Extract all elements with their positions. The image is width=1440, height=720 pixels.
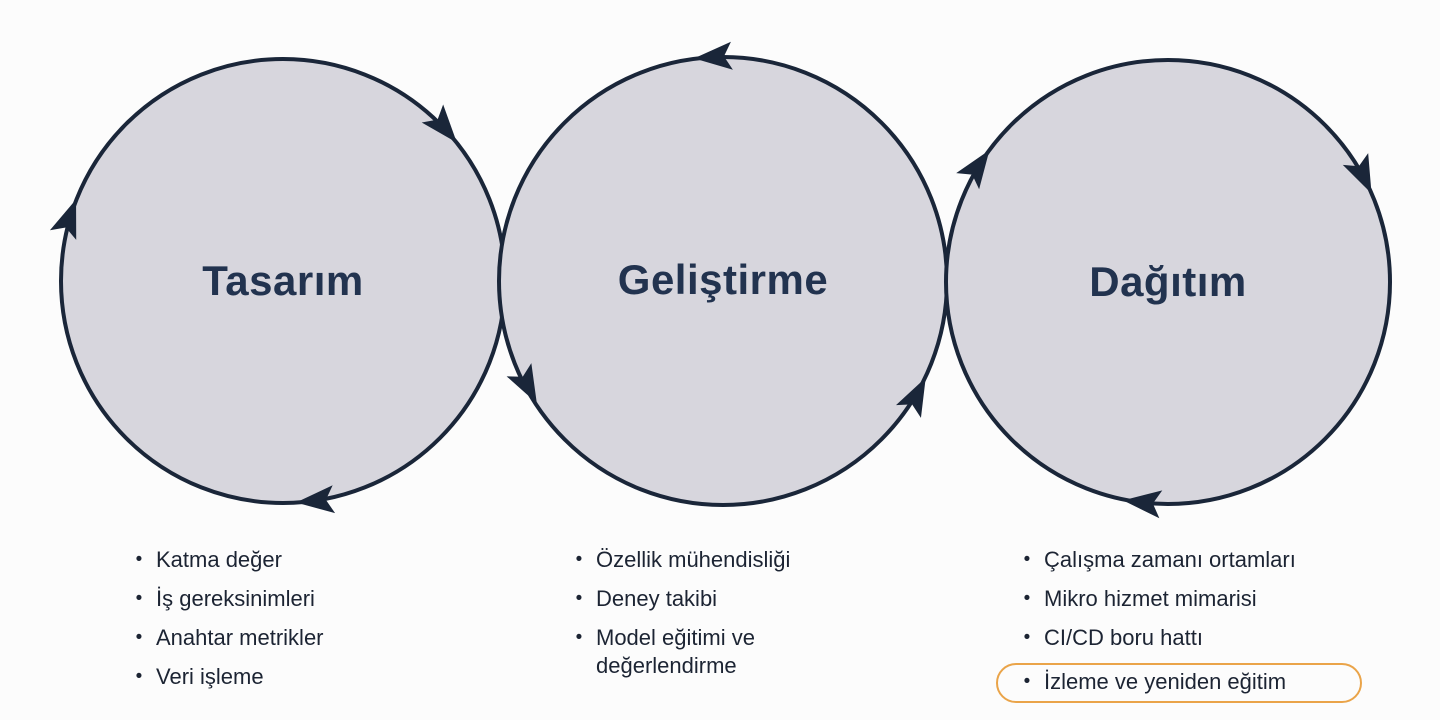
list-item-label: Deney takibi: [596, 586, 718, 611]
arrowhead-icon: [956, 150, 990, 190]
list-item: • Anahtar metrikler: [130, 624, 460, 652]
stage-bullets-tasarim: • Katma değer • İş gereksinimleri • Anahtar…: [130, 546, 460, 702]
list-item: • CI/CD boru hattı: [1018, 624, 1398, 652]
stage-title-gelistirme: Geliştirme: [617, 256, 829, 303]
bullet-icon: •: [575, 627, 583, 648]
bullet-icon: •: [575, 588, 583, 609]
stage-title-dagitim: Dağıtım: [1089, 258, 1247, 305]
arrowhead-icon: [1123, 490, 1163, 519]
arrowhead-icon: [296, 485, 336, 514]
bullet-icon: •: [135, 627, 143, 648]
list-item-label: İzleme ve yeniden eğitim: [1044, 669, 1287, 694]
arrowhead-icon: [506, 363, 537, 404]
arrowhead-icon: [694, 41, 733, 70]
cycle-gelistirme: [497, 41, 949, 507]
list-item: • Katma değer: [130, 546, 460, 574]
list-item: • Mikro hizmet mimarisi: [1018, 585, 1398, 613]
bullet-icon: •: [135, 549, 143, 570]
bullet-icon: •: [1023, 627, 1031, 648]
list-item: • Veri işleme: [130, 663, 460, 691]
list-item-label: Model eğitimi ve değerlendirme: [596, 625, 755, 678]
arrowhead-icon: [1342, 153, 1372, 194]
list-item-label: İş gereksinimleri: [156, 586, 315, 611]
bullet-icon: •: [575, 549, 583, 570]
cycle-dagitim: [944, 58, 1392, 519]
arrowhead-icon: [895, 377, 926, 418]
bullet-icon: •: [1023, 671, 1031, 692]
list-item: • İş gereksinimleri: [130, 585, 460, 613]
list-item: • Model eğitimi ve değerlendirme: [570, 624, 850, 680]
stage-title-tasarim: Tasarım: [202, 257, 364, 304]
list-item: • Özellik mühendisliği: [570, 546, 850, 574]
stage-bullets-dagitim: • Çalışma zamanı ortamları • Mikro hizmet …: [996, 546, 1398, 703]
list-item: • Deney takibi: [570, 585, 850, 613]
bullet-icon: •: [135, 588, 143, 609]
bullet-icon: •: [1023, 549, 1031, 570]
list-item-label: Mikro hizmet mimarisi: [1044, 586, 1257, 611]
list-item-label: Özellik mühendisliği: [596, 547, 791, 572]
list-item-label: Veri işleme: [156, 664, 264, 689]
arrowhead-icon: [421, 104, 457, 143]
cycle-circle: [944, 58, 1392, 506]
arrowhead-icon: [49, 199, 77, 240]
list-item: • Çalışma zamanı ortamları: [1018, 546, 1398, 574]
stage-bullets-gelistirme: • Özellik mühendisliği • Deney takibi • Mod…: [570, 546, 850, 691]
list-item-label: CI/CD boru hattı: [1044, 625, 1203, 650]
bullet-icon: •: [1023, 588, 1031, 609]
list-item-label: Katma değer: [156, 547, 282, 572]
highlighted-list-item: • İzleme ve yeniden eğitim: [996, 663, 1362, 703]
list-item-label: Anahtar metrikler: [156, 625, 324, 650]
list-item-label: Çalışma zamanı ortamları: [1044, 547, 1296, 572]
bullet-icon: •: [135, 666, 143, 687]
